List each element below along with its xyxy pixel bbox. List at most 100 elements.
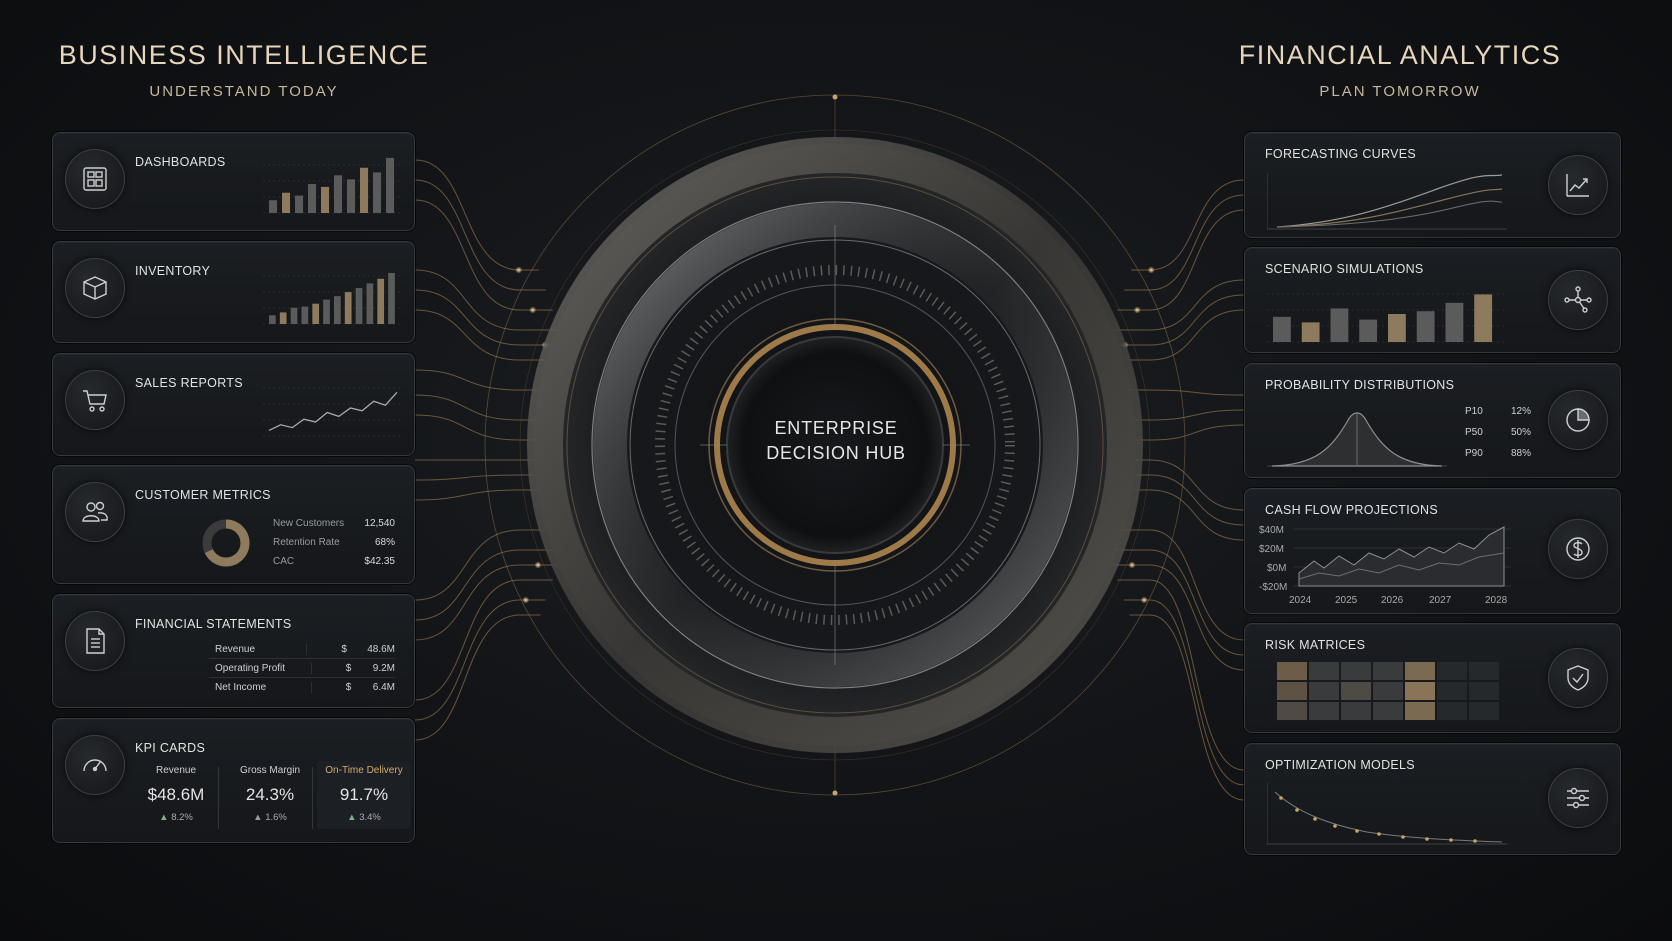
table-row: Operating Profit$9.2M xyxy=(209,658,395,677)
bi-heading: BUSINESS INTELLIGENCE UNDERSTAND TODAY xyxy=(34,40,454,100)
bar xyxy=(1301,322,1320,342)
y-tick: $20M xyxy=(1259,544,1284,555)
sales-line xyxy=(268,391,398,431)
connector-glow xyxy=(1140,596,1148,604)
connector-line xyxy=(1124,194,1245,291)
sales-reports-card[interactable]: SALES REPORTS xyxy=(52,353,415,456)
bar xyxy=(1359,319,1378,342)
dashboards-card[interactable]: DASHBOARDS xyxy=(52,132,415,231)
network-branch-icon xyxy=(1548,270,1608,330)
dashboard-icon xyxy=(65,149,125,209)
y-tick: $40M xyxy=(1259,525,1284,536)
customer-row-cac: CAC$42.35 xyxy=(273,556,395,575)
financial-statements-table: Revenue$48.6M Operating Profit$9.2M Net … xyxy=(209,640,395,696)
kpi-revenue[interactable]: Revenue $48.6M ▲ 8.2% xyxy=(129,765,223,823)
bar xyxy=(295,195,304,213)
kpi-change-value: 1.6% xyxy=(265,812,287,823)
connector-line xyxy=(1106,549,1245,656)
bar xyxy=(290,307,298,324)
cash-flow-projections-card[interactable]: CASH FLOW PROJECTIONS $40M $20M $0M -$20… xyxy=(1244,488,1621,614)
kpi-change: ▲ 1.6% xyxy=(223,812,317,823)
bi-subtitle: UNDERSTAND TODAY xyxy=(149,83,339,100)
connector-line xyxy=(414,159,539,271)
hub-label: ENTERPRISE DECISION HUB xyxy=(716,416,956,466)
optimization-models-card[interactable]: OPTIMIZATION MODELS xyxy=(1244,743,1621,855)
x-tick: 2025 xyxy=(1335,595,1358,606)
row-value: 6.4M xyxy=(372,681,395,693)
connector-glow xyxy=(1133,306,1141,314)
bar xyxy=(355,288,363,324)
bi-title: BUSINESS INTELLIGENCE xyxy=(58,40,430,70)
kpi-gross-margin[interactable]: Gross Margin 24.3% ▲ 1.6% xyxy=(223,765,317,823)
kpi-divider xyxy=(218,767,219,829)
bar xyxy=(323,299,330,324)
bar xyxy=(347,179,356,213)
risk-cell xyxy=(1373,662,1403,680)
connector-line xyxy=(414,369,581,391)
retention-donut xyxy=(202,519,250,567)
bar xyxy=(1445,302,1464,342)
bar xyxy=(334,296,341,324)
risk-title: RISK MATRICES xyxy=(1265,638,1366,652)
kpi-change: ▲ 8.2% xyxy=(129,812,223,823)
row-value: 12,540 xyxy=(364,518,395,529)
connector-line xyxy=(414,549,564,621)
inventory-card[interactable]: INVENTORY xyxy=(52,241,415,343)
row-currency: $ xyxy=(345,681,352,693)
row-value: 12% xyxy=(1510,406,1531,417)
risk-matrices-card[interactable]: RISK MATRICES xyxy=(1244,623,1621,733)
financial-statements-card[interactable]: FINANCIAL STATEMENTS Revenue$48.6M Opera… xyxy=(52,594,415,708)
kpi-on-time-delivery[interactable]: On-Time Delivery 91.7% ▲ 3.4% xyxy=(317,761,411,829)
kpi-label: Revenue xyxy=(155,765,197,776)
connector-line xyxy=(1129,614,1245,801)
hub-label-line1: ENTERPRISE xyxy=(774,418,898,438)
scenario-simulations-card[interactable]: SCENARIO SIMULATIONS xyxy=(1244,247,1621,353)
optimization-decay-chart xyxy=(1267,782,1507,845)
forecasting-curves-card[interactable]: FORECASTING CURVES xyxy=(1244,132,1621,238)
connector-glow xyxy=(515,266,523,274)
pie-timer-icon xyxy=(1548,390,1608,450)
risk-cell xyxy=(1277,682,1307,700)
connector-glow xyxy=(1128,561,1136,569)
financial-statements-title: FINANCIAL STATEMENTS xyxy=(135,617,292,631)
sliders-icon xyxy=(1548,768,1608,828)
risk-cell xyxy=(1373,702,1403,720)
kpi-change: ▲ 3.4% xyxy=(317,812,411,823)
bar xyxy=(321,186,330,213)
connector-line xyxy=(414,529,571,601)
bar xyxy=(388,272,395,324)
x-tick: 2027 xyxy=(1429,595,1452,606)
document-icon xyxy=(65,611,125,671)
risk-cell xyxy=(1309,702,1339,720)
bar xyxy=(377,278,385,324)
scenario-bar-chart xyxy=(1267,293,1507,343)
connector-line xyxy=(1071,424,1245,441)
bar xyxy=(308,184,317,213)
cash-flow-title: CASH FLOW PROJECTIONS xyxy=(1265,503,1438,517)
row-label: Net Income xyxy=(209,681,312,693)
up-triangle-icon: ▲ xyxy=(347,812,357,823)
risk-cell xyxy=(1437,682,1467,700)
risk-cell xyxy=(1469,682,1499,700)
row-label: Retention Rate xyxy=(273,537,340,548)
trend-chart-icon xyxy=(1548,155,1608,215)
hub-label-line2: DECISION HUB xyxy=(766,443,906,463)
bar xyxy=(301,306,309,324)
connector-line xyxy=(414,599,546,721)
connector-line xyxy=(1099,529,1245,641)
x-tick: 2024 xyxy=(1289,595,1312,606)
fa-heading: FINANCIAL ANALYTICS PLAN TOMORROW xyxy=(1190,40,1610,100)
scenario-title: SCENARIO SIMULATIONS xyxy=(1265,262,1424,276)
connector-line xyxy=(414,269,560,331)
kpi-cards-card[interactable]: KPI CARDS Revenue $48.6M ▲ 8.2% Gross Ma… xyxy=(52,718,415,843)
connector-line xyxy=(1112,564,1245,671)
risk-cell xyxy=(1469,702,1499,720)
gauge-icon xyxy=(65,735,125,795)
bar xyxy=(1474,294,1493,342)
dashboards-title: DASHBOARDS xyxy=(135,155,226,169)
